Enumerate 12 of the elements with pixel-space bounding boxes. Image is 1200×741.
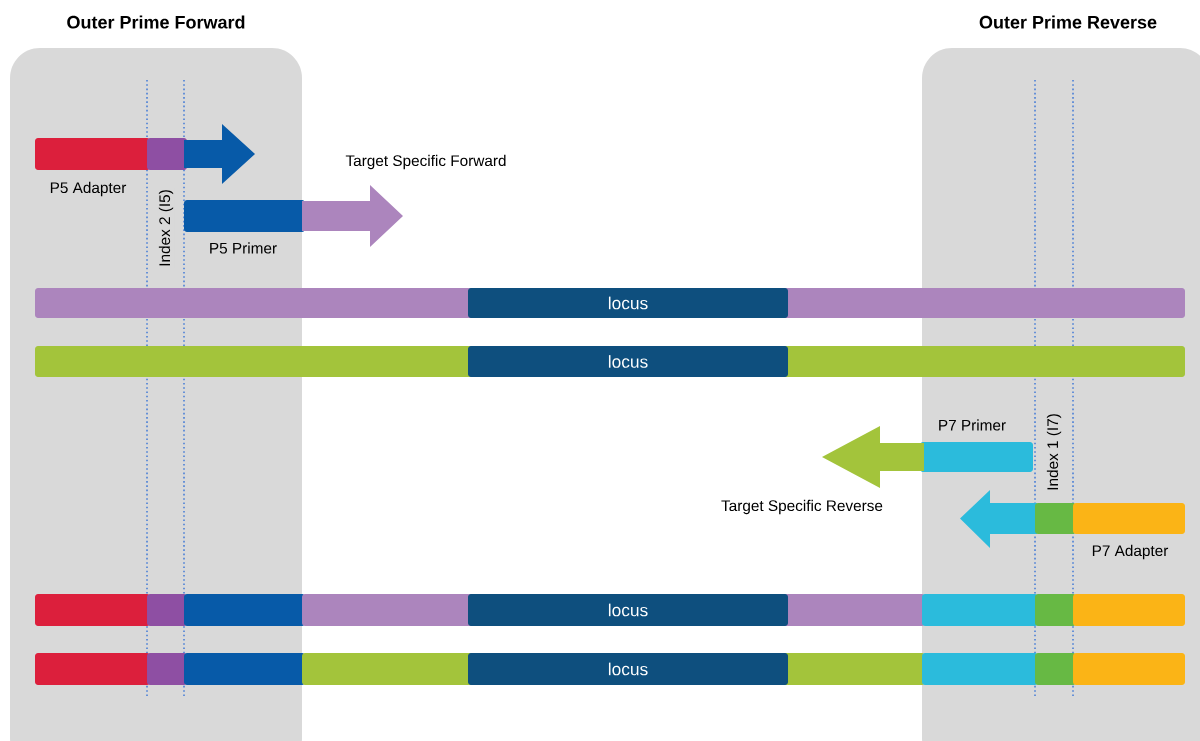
locus-box: locus (468, 653, 788, 685)
node-label: Outer Prime Reverse (979, 15, 1157, 29)
part-label: P5 Primer (210, 242, 277, 254)
part-label: P7 Adapter (1092, 544, 1169, 560)
locus-box: locus (468, 288, 788, 318)
part-label: Target Specific Reverse (721, 499, 883, 515)
part-label: P5 Adapter (50, 181, 127, 197)
part-label: P7 Primer (939, 419, 1006, 431)
part-label: Target Specific Forward (345, 154, 506, 170)
node-label: Outer Prime Forward (67, 15, 245, 29)
locus-box: locus (468, 594, 788, 626)
locus-box: locus (468, 346, 788, 377)
